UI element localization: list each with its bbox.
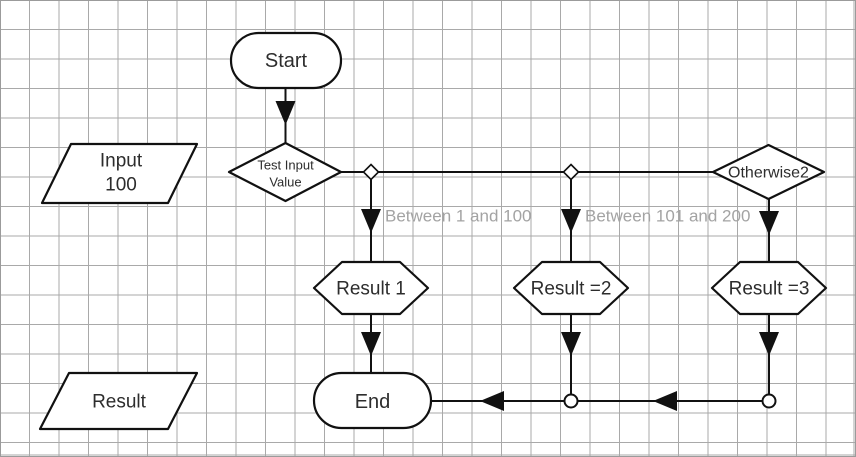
branch1-edge-label[interactable]: Between 1 and 100	[385, 207, 532, 226]
junction-circle-icon	[761, 393, 777, 409]
arrow-down-icon	[561, 332, 581, 356]
result1-node[interactable]: Result 1	[312, 260, 430, 316]
connector-branch2-drop[interactable]	[561, 163, 581, 263]
arrow-left-icon	[653, 391, 677, 411]
connector-start-to-decision[interactable]	[275, 88, 296, 143]
arrow-left-icon	[480, 391, 504, 411]
decision-node-label-line1: Test Input	[257, 158, 314, 173]
arrow-down-icon	[361, 209, 381, 233]
result3-node[interactable]: Result =3	[710, 260, 828, 316]
connector-otherwise-drop[interactable]	[759, 199, 779, 262]
start-node[interactable]: Start	[229, 31, 343, 90]
connector-result3-to-junction[interactable]	[759, 314, 779, 398]
decision-node[interactable]: Test Input Value	[227, 141, 343, 203]
otherwise-node[interactable]: Otherwise2	[711, 143, 826, 201]
end-node-label: End	[355, 391, 391, 413]
input-node-label-line1: Input	[100, 151, 143, 172]
arrow-down-icon	[361, 332, 381, 356]
branch-point-diamond-icon	[362, 163, 380, 181]
result1-node-label: Result 1	[336, 279, 406, 300]
connector-branch1-drop[interactable]	[361, 163, 381, 263]
arrow-down-icon	[759, 332, 779, 356]
otherwise-node-label: Otherwise2	[728, 165, 809, 182]
input-node-label-line2: 100	[105, 175, 137, 196]
connector-result1-to-end[interactable]	[361, 314, 381, 373]
input-node[interactable]: Input 100	[40, 142, 199, 205]
decision-node-label-line2: Value	[269, 175, 301, 190]
result-output-node-label: Result	[92, 392, 147, 413]
branch-point-diamond-icon	[562, 163, 580, 181]
result-output-node[interactable]: Result	[38, 371, 199, 431]
result2-node-label: Result =2	[531, 279, 612, 300]
arrow-down-icon	[759, 211, 779, 235]
result2-node[interactable]: Result =2	[512, 260, 630, 316]
result3-node-label: Result =3	[729, 279, 810, 300]
connector-junctions-to-end[interactable]	[431, 391, 769, 411]
junction-circle-icon	[563, 393, 579, 409]
arrow-down-icon	[561, 209, 581, 233]
branch2-edge-label[interactable]: Between 101 and 200	[585, 207, 750, 226]
start-node-label: Start	[265, 50, 308, 72]
connector-result2-to-junction[interactable]	[561, 314, 581, 398]
arrow-down-icon	[275, 101, 296, 125]
end-node[interactable]: End	[312, 371, 433, 430]
